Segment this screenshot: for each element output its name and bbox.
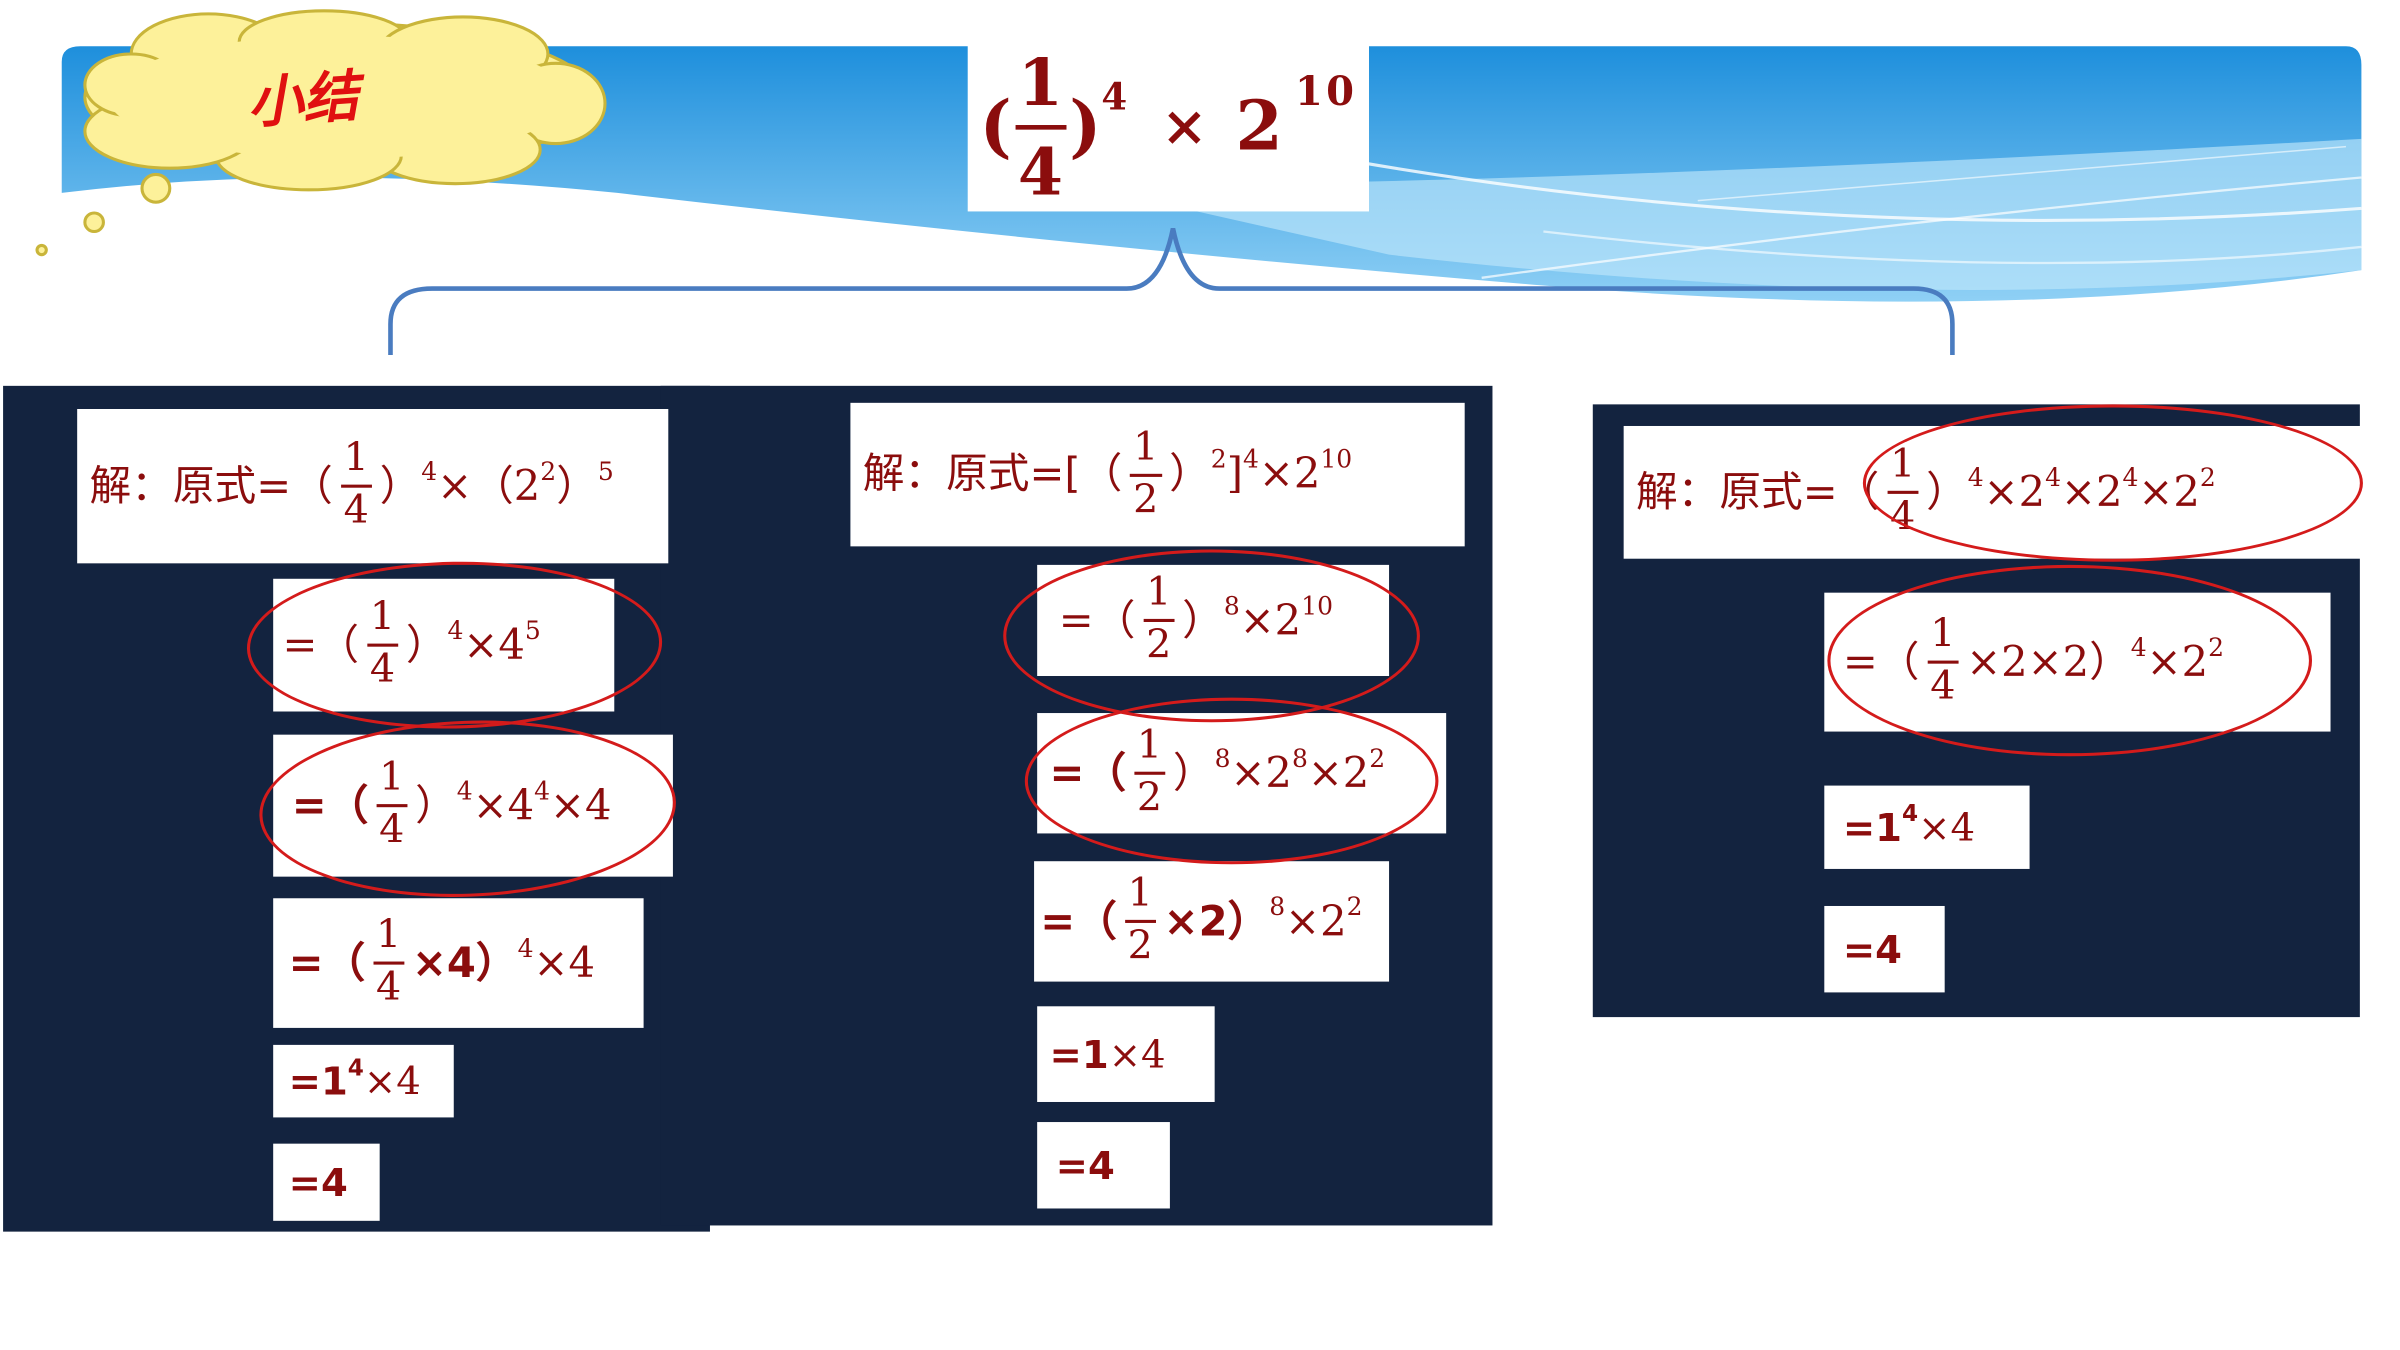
highlight-circle — [1003, 549, 1420, 723]
top-fraction: 1 4 — [1014, 43, 1067, 210]
top-den: 4 — [1017, 133, 1064, 210]
highlight-circle — [1024, 697, 1439, 865]
m2-step-5: =1 ×4 — [1037, 1006, 1215, 1102]
cloud-icon — [35, 9, 607, 257]
highlight-circle — [1827, 564, 2313, 757]
badge-title: 小结 — [245, 65, 361, 137]
m1-step-6: =4 — [273, 1143, 380, 1221]
m3-step-3: =1 4 ×4 — [1824, 785, 2030, 869]
top-num: 1 — [1017, 43, 1064, 120]
m1-step-5: =1 4 ×4 — [273, 1044, 454, 1118]
top-exp2: 10 — [1295, 69, 1358, 116]
top-base: 2 — [1235, 87, 1283, 166]
top-times: × — [1161, 94, 1208, 159]
top-open: ( — [979, 87, 1012, 166]
m3-step-4: =4 — [1824, 905, 1945, 993]
m2-step-6: =4 — [1037, 1122, 1170, 1209]
top-exp: 4 — [1101, 73, 1128, 119]
brace-connector — [388, 227, 1955, 355]
top-expression: ( 1 4 ) 4 × 2 10 — [967, 41, 1369, 212]
highlight-circle — [1862, 404, 2363, 562]
top-close: ) — [1069, 87, 1102, 166]
